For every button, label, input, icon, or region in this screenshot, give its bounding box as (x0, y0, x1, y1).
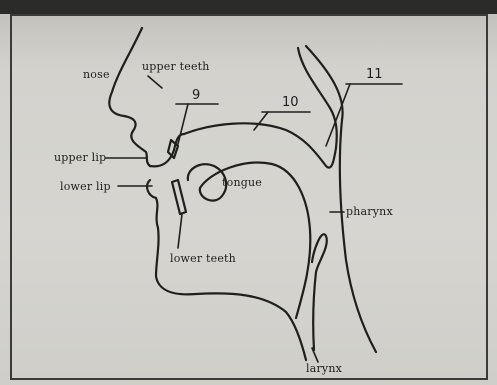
pharynx-back-wall (306, 46, 376, 352)
label-nose: nose (83, 68, 110, 81)
palate-outline (184, 123, 336, 167)
label-pharynx: pharynx (346, 205, 393, 218)
upper-teeth-pointer (148, 76, 162, 88)
lower-incisor (172, 180, 186, 214)
leader-9-stem (178, 104, 188, 144)
epiglottis-outline (312, 234, 327, 350)
number-11: 11 (366, 67, 383, 82)
label-larynx: larynx (306, 362, 342, 375)
label-upper-teeth: upper teeth (142, 60, 210, 73)
label-tongue: tongue (222, 176, 262, 189)
number-10: 10 (282, 95, 299, 110)
face-profile-outline (109, 28, 150, 166)
number-9: 9 (192, 88, 200, 103)
label-upper-lip: upper lip (54, 151, 106, 164)
lower-lip-outline (147, 180, 306, 360)
leader-10-stem (254, 112, 268, 130)
label-lower-lip: lower lip (60, 180, 111, 193)
label-lower-teeth: lower teeth (170, 252, 236, 265)
lower-teeth-pointer (178, 214, 182, 248)
